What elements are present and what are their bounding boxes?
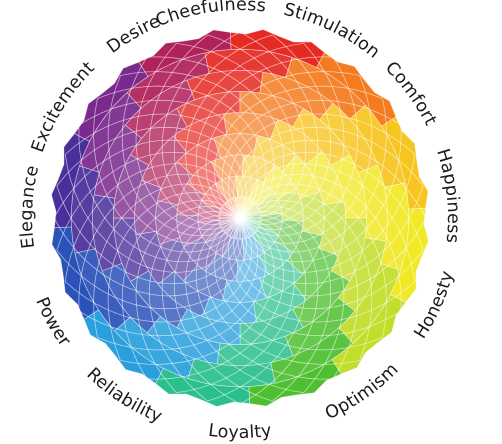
color-segment	[222, 277, 267, 303]
spiral-line	[93, 183, 241, 338]
color-segment	[299, 191, 325, 236]
spiral-line	[214, 217, 383, 351]
color-segment	[316, 51, 397, 127]
spiral-line	[64, 163, 241, 282]
label-loyalty: Loyalty	[207, 421, 273, 443]
spiral-line	[233, 217, 424, 310]
spiral-line	[239, 98, 387, 253]
label-power: Power	[31, 294, 74, 350]
spiral-line	[97, 85, 266, 219]
label-honesty: Honesty	[411, 269, 458, 343]
spiral-line	[239, 34, 332, 225]
spiral-line	[221, 217, 402, 337]
spiral-line	[176, 42, 295, 219]
label-cheefulness: Cheefulness	[153, 0, 267, 31]
spiral-line	[185, 217, 304, 394]
spiral-line	[195, 217, 334, 380]
spiral-line	[146, 56, 285, 219]
spiral-line	[173, 216, 273, 402]
spiral-line	[120, 71, 275, 219]
spiral-line	[78, 99, 259, 219]
spiral-line	[56, 126, 247, 219]
spiral-line	[228, 217, 416, 323]
spiral-line	[56, 151, 242, 251]
spiral-line	[207, 34, 307, 220]
spiral-line	[239, 154, 416, 273]
spiral-line	[205, 217, 360, 365]
spiral-line	[238, 185, 424, 285]
color-segment	[155, 200, 181, 245]
spiral-line	[239, 56, 359, 237]
spiral-line	[239, 124, 402, 263]
spiral-line	[239, 42, 345, 230]
spiral-line	[239, 75, 373, 244]
spiral-line	[148, 211, 241, 402]
spiral-lines	[53, 31, 427, 405]
spiral-line	[239, 31, 319, 222]
spiral-line	[78, 173, 241, 312]
spiral-line	[64, 113, 252, 219]
spiral-line	[135, 206, 241, 394]
spiral-line	[121, 199, 241, 380]
label-desire: Desire	[103, 12, 163, 58]
wheel-center-highlight	[226, 204, 254, 232]
label-happiness: Happiness	[432, 147, 463, 245]
color-segment	[213, 133, 258, 159]
label-elegance: Elegance	[17, 163, 43, 249]
spiral-line	[236, 217, 427, 297]
spiral-line	[53, 139, 244, 219]
spiral-line	[107, 192, 241, 361]
spiral-line	[161, 214, 241, 405]
